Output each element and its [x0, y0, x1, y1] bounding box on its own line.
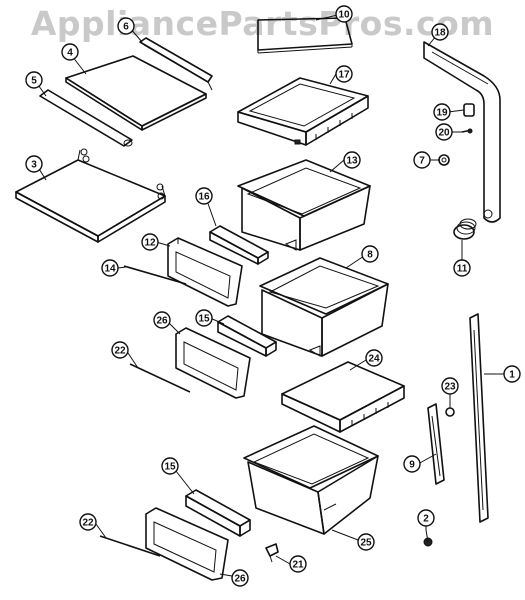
callout-17: 17 [335, 65, 353, 83]
callout-6: 6 [117, 17, 135, 35]
part-25-pan-drawer[interactable] [243, 425, 379, 535]
callout-24: 24 [365, 349, 383, 367]
part-4-shelf[interactable] [65, 55, 207, 131]
part-24-pan-cover[interactable] [281, 361, 405, 433]
svg-text:22: 22 [114, 346, 126, 357]
part-16-handle-strip[interactable] [209, 225, 269, 265]
part-13-crisper-drawer[interactable] [237, 159, 371, 251]
callout-11: 11 [453, 259, 471, 277]
callout-9: 9 [403, 455, 421, 473]
part-17-crisper-cover[interactable] [237, 77, 369, 146]
site-watermark: AppliancePartsPros.com [30, 4, 495, 43]
svg-text:15: 15 [198, 314, 210, 325]
callout-19: 19 [433, 103, 451, 121]
callout-23: 23 [441, 377, 459, 395]
svg-text:21: 21 [292, 560, 304, 571]
svg-text:9: 9 [409, 460, 415, 471]
callout-18: 18 [431, 23, 449, 41]
part-6-shelf-rail[interactable] [139, 37, 213, 91]
part-19-cap[interactable] [463, 103, 475, 117]
svg-text:4: 4 [67, 48, 73, 59]
callout-25: 25 [357, 533, 375, 551]
svg-text:7: 7 [419, 156, 425, 167]
part-1-long-rail[interactable] [469, 313, 489, 523]
callout-5: 5 [25, 71, 43, 89]
part-7-washer[interactable] [438, 154, 450, 166]
svg-text:17: 17 [338, 70, 350, 81]
callout-16: 16 [195, 187, 213, 205]
callout-12: 12 [141, 233, 159, 251]
callout-22-lower: 22 [79, 513, 97, 531]
part-22-rod-lower[interactable] [99, 535, 161, 557]
part-26-drawer-front-upper[interactable] [175, 327, 251, 399]
svg-text:16: 16 [198, 192, 210, 203]
callout-15-lower: 15 [161, 457, 179, 475]
part-15-handle-strip-lower[interactable] [185, 489, 251, 537]
svg-text:13: 13 [346, 156, 358, 167]
callout-7: 7 [413, 151, 431, 169]
callout-22-upper: 22 [111, 341, 129, 359]
svg-text:23: 23 [444, 382, 456, 393]
svg-text:25: 25 [360, 538, 372, 549]
svg-text:20: 20 [438, 128, 450, 139]
svg-text:18: 18 [434, 28, 446, 39]
part-9-short-rail[interactable] [427, 403, 445, 485]
callout-26-upper: 26 [153, 311, 171, 329]
callout-3: 3 [25, 155, 43, 173]
svg-text:26: 26 [156, 316, 168, 327]
svg-text:12: 12 [144, 238, 156, 249]
callout-13: 13 [343, 151, 361, 169]
part-21-clip[interactable] [265, 543, 279, 563]
svg-text:8: 8 [367, 250, 373, 261]
callout-10: 10 [335, 5, 353, 23]
part-15-handle-strip-upper[interactable] [217, 315, 277, 357]
svg-text:14: 14 [104, 264, 116, 275]
callout-1: 1 [503, 365, 521, 383]
callout-26-lower: 26 [231, 569, 249, 587]
callout-2: 2 [417, 509, 435, 527]
svg-text:19: 19 [436, 108, 448, 119]
callout-4: 4 [61, 43, 79, 61]
svg-text:10: 10 [338, 10, 350, 21]
svg-text:1: 1 [509, 370, 515, 381]
part-26-drawer-front-lower[interactable] [145, 507, 229, 581]
callout-15-upper: 15 [195, 309, 213, 327]
svg-text:15: 15 [164, 462, 176, 473]
svg-text:3: 3 [31, 160, 37, 171]
svg-text:2: 2 [423, 514, 429, 525]
callout-21: 21 [289, 555, 307, 573]
svg-text:26: 26 [234, 574, 246, 585]
part-2-screw[interactable] [423, 529, 433, 547]
part-11-spring[interactable] [453, 218, 477, 240]
leader-lines [35, 13, 506, 577]
part-14-rod[interactable] [123, 265, 187, 285]
callout-8: 8 [361, 245, 379, 263]
part-12-drawer-front[interactable] [167, 237, 243, 307]
part-5-trim-bar[interactable] [39, 89, 133, 147]
svg-text:6: 6 [123, 22, 129, 33]
part-18-rail-bracket[interactable] [423, 41, 501, 223]
part-22-rod-upper[interactable] [129, 363, 191, 393]
part-10-glass-shelf[interactable] [257, 17, 353, 54]
part-8-crisper-drawer[interactable] [259, 257, 389, 357]
callout-20: 20 [435, 123, 453, 141]
svg-text:24: 24 [368, 354, 380, 365]
svg-text:22: 22 [82, 518, 94, 529]
part-23-nut[interactable] [445, 407, 455, 417]
callout-14: 14 [101, 259, 119, 277]
svg-text:5: 5 [31, 76, 37, 87]
part-3-shelf-frame[interactable] [15, 148, 166, 243]
svg-text:11: 11 [457, 264, 468, 275]
part-20-screw[interactable] [461, 128, 473, 134]
